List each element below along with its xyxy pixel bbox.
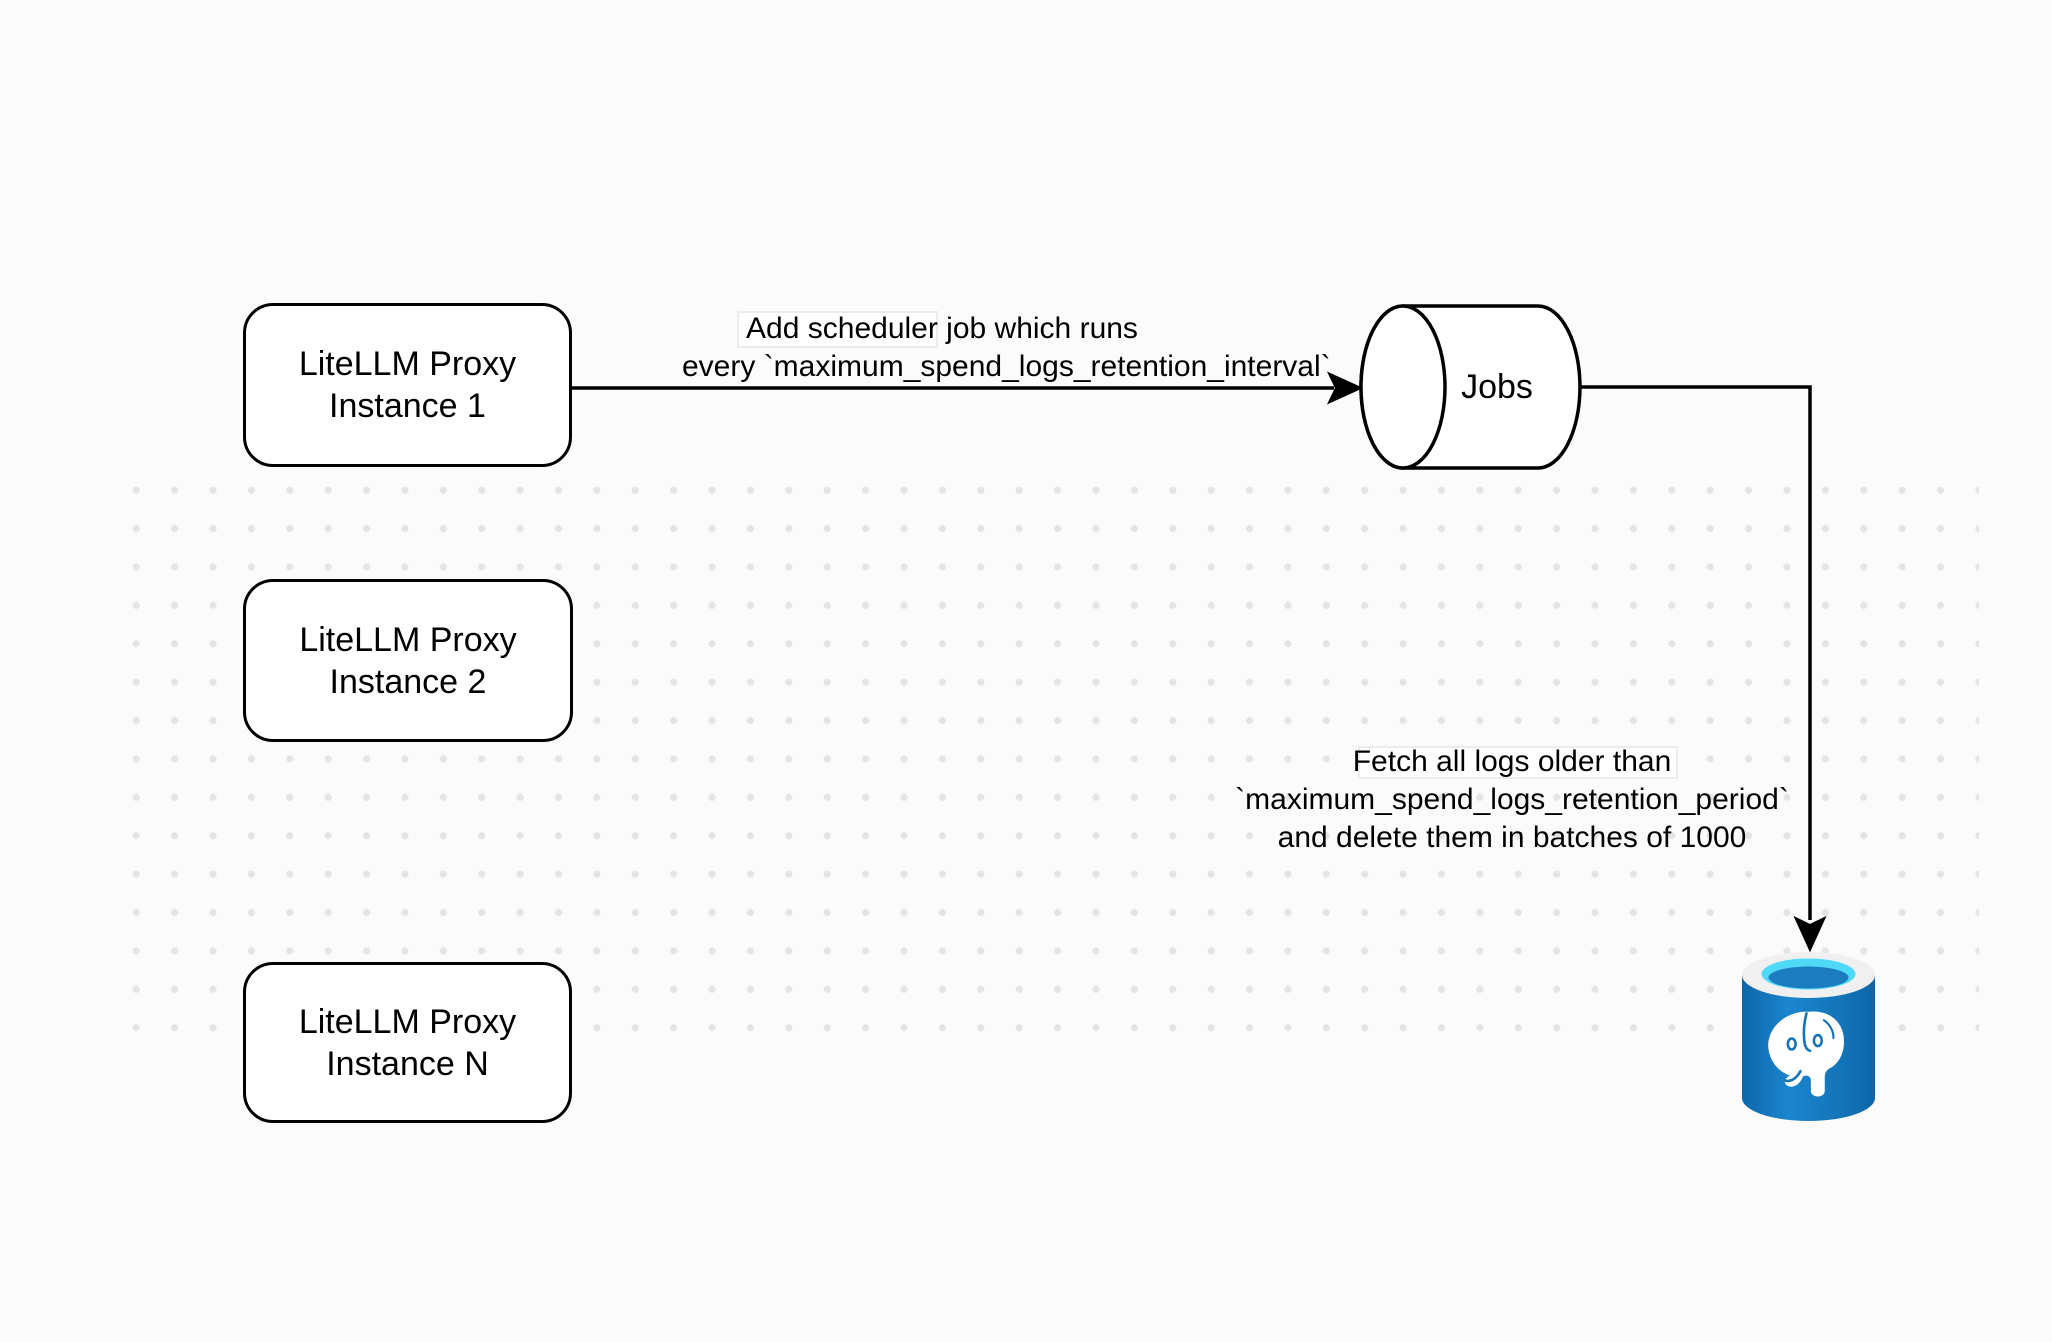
postgres-elephant-icon <box>1768 1011 1844 1097</box>
node-proxy-instance-n: LiteLLM Proxy Instance N <box>243 962 572 1123</box>
node-proxy-instance-2: LiteLLM Proxy Instance 2 <box>243 579 573 742</box>
node-proxy-instance-2-line1: LiteLLM Proxy <box>299 620 517 659</box>
node-proxy-instance-n-line1: LiteLLM Proxy <box>298 1002 517 1041</box>
node-proxy-instance-1: LiteLLM Proxy Instance 1 <box>243 303 572 467</box>
scheduler-label-background <box>737 311 938 348</box>
edge-label-scheduler: Add scheduler job which runs every `maxi… <box>682 310 1331 386</box>
node-proxy-instance-n-line2: Instance N <box>326 1044 489 1083</box>
edge-label-fetch-line3: and delete them in batches of 1000 <box>1277 821 1747 854</box>
jobs-label: Jobs <box>1461 368 1533 406</box>
fetch-label-background <box>1358 746 1678 779</box>
jobs-cylinder-shape <box>1359 304 1582 470</box>
arrowhead-right-icon <box>1326 371 1364 405</box>
arrowhead-down-icon <box>1793 915 1827 953</box>
edge-label-fetch: Fetch all logs older than `maximum_spend… <box>1222 743 1802 857</box>
postgresql-database-icon <box>1742 952 1875 1121</box>
edge-label-fetch-line1: Fetch all logs older than <box>1352 745 1672 778</box>
node-proxy-instance-1-line2: Instance 1 <box>329 387 486 425</box>
edge-label-fetch-line2: `maximum_spend_logs_retention_period` <box>1235 783 1789 816</box>
edge-label-scheduler-line1: Add scheduler job which runs <box>746 312 1138 345</box>
edge-fetch-arrow <box>1580 385 1827 953</box>
edge-label-scheduler-line2: every `maximum_spend_logs_retention_inte… <box>682 350 1331 383</box>
node-proxy-instance-2-line2: Instance 2 <box>329 662 487 701</box>
node-proxy-instance-1-line1: LiteLLM Proxy <box>298 345 517 383</box>
edge-scheduler-arrow <box>572 371 1364 405</box>
